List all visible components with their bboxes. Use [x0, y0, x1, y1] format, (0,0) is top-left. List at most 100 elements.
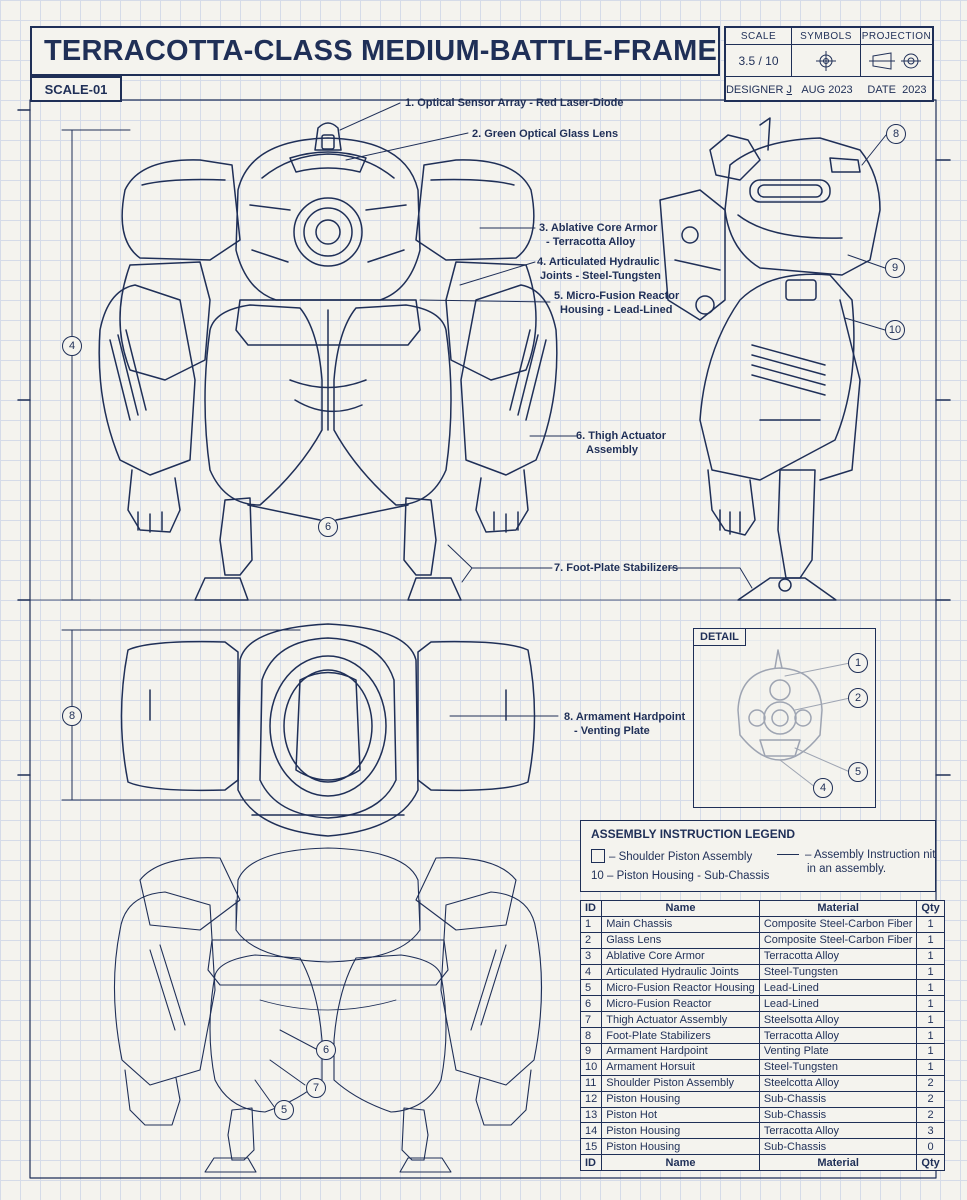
column-header: ID — [579, 900, 603, 917]
part-material: Venting Plate — [758, 1043, 918, 1060]
part-material: Terracotta Alloy — [758, 1027, 918, 1045]
part-material: Steelcotta Alloy — [758, 1074, 918, 1092]
part-qty: 1 — [916, 995, 945, 1013]
detail-title: DETAIL — [694, 629, 746, 646]
column-header: Qty — [916, 900, 945, 917]
top-dimension — [61, 629, 301, 801]
column-footer: Qty — [916, 1154, 945, 1172]
legend-item-number: 10 — [591, 870, 604, 882]
callout-hydraulic-2: Joints - Steel-Tungsten — [540, 270, 661, 282]
part-id: 3 — [579, 947, 603, 965]
part-name: Micro-Fusion Reactor Housing — [601, 979, 760, 997]
callout-hydraulic-1: 4. Articulated Hydraulic — [537, 256, 660, 268]
part-name: Foot-Plate Stabilizers — [601, 1027, 760, 1045]
callout-foot-plate: 7. Foot-Plate Stabilizers — [554, 562, 679, 574]
part-qty: 1 — [916, 931, 945, 949]
part-material: Sub-Chassis — [758, 1106, 918, 1124]
part-id: 10 — [579, 1058, 603, 1076]
part-qty: 1 — [916, 915, 945, 933]
dimension-marker: 8 — [62, 706, 82, 726]
part-qty: 1 — [916, 1027, 945, 1045]
part-qty: 1 — [916, 947, 945, 965]
part-material: Terracotta Alloy — [758, 947, 918, 965]
part-qty: 2 — [916, 1106, 945, 1124]
table-header-row: ID Name Material Qty — [579, 900, 945, 917]
callout-thigh-2: Assembly — [586, 444, 638, 456]
detail-box: DETAIL — [693, 628, 876, 808]
part-qty: 1 — [916, 1058, 945, 1076]
part-id: 14 — [579, 1122, 603, 1140]
projection-label: PROJECTION — [861, 30, 932, 42]
part-name: Ablative Core Armor — [601, 947, 760, 965]
part-qty: 3 — [916, 1122, 945, 1140]
callout-optical-sensor: 1. Optical Sensor Array - Red Laser-Diod… — [405, 97, 624, 109]
part-material: Steelsotta Alloy — [758, 1011, 918, 1029]
part-id: 6 — [579, 995, 603, 1013]
part-id: 1 — [579, 915, 603, 933]
part-material: Sub-Chassis — [758, 1090, 918, 1108]
column-header: Material — [758, 900, 918, 917]
date-value: 2023 — [902, 83, 927, 96]
marker-circle: 2 — [848, 688, 868, 708]
part-name: Shoulder Piston Assembly — [601, 1074, 760, 1092]
symbols-label: SYMBOLS — [800, 30, 852, 42]
projection-symbol-icon — [861, 45, 932, 76]
callout-thigh-1: 6. Thigh Actuator — [576, 430, 667, 442]
callout-reactor-2: Housing - Lead-Lined — [560, 304, 673, 316]
designer-value: J — [786, 83, 793, 96]
marker-circle: 7 — [306, 1078, 326, 1098]
marker-circle: 10 — [885, 320, 905, 340]
part-name: Armament Horsuit — [601, 1058, 760, 1076]
part-material: Steel-Tungsten — [758, 963, 918, 981]
legend-title: ASSEMBLY INSTRUCTION LEGEND — [591, 827, 796, 841]
callout-hardpoint-1: 8. Armament Hardpoint — [564, 711, 686, 723]
side-view-robot — [659, 117, 881, 601]
part-id: 11 — [579, 1074, 603, 1092]
column-header: Name — [601, 900, 760, 917]
legend-item-shoulder: – Shoulder Piston Assembly — [591, 849, 752, 863]
part-id: 8 — [579, 1027, 603, 1045]
column-footer: Name — [601, 1154, 760, 1172]
part-name: Piston Housing — [601, 1122, 760, 1140]
dimension-marker: 4 — [62, 336, 82, 356]
part-name: Glass Lens — [601, 931, 760, 949]
part-name: Piston Hot — [601, 1106, 760, 1124]
line-symbol-icon — [777, 854, 799, 855]
part-name: Main Chassis — [601, 915, 760, 933]
top-view-robot — [120, 623, 536, 837]
column-footer: Material — [758, 1154, 918, 1172]
legend-item-instruction: – Assembly Instruction nit — [777, 849, 935, 861]
legend-item-label: – Shoulder Piston Assembly — [609, 851, 753, 863]
legend-item-piston: 10 – Piston Housing - Sub-Chassis — [591, 870, 769, 882]
part-qty: 2 — [916, 1090, 945, 1108]
scale-label: SCALE — [740, 30, 777, 42]
part-material: Composite Steel-Carbon Fiber — [758, 915, 918, 933]
callout-reactor-1: 5. Micro-Fusion Reactor — [554, 290, 680, 302]
assembly-legend: ASSEMBLY INSTRUCTION LEGEND – Shoulder P… — [580, 820, 936, 892]
front-view-robot — [98, 122, 558, 601]
part-id: 13 — [579, 1106, 603, 1124]
part-name: Piston Housing — [601, 1090, 760, 1108]
part-id: 2 — [579, 931, 603, 949]
rear-view-robot — [113, 847, 543, 1173]
column-footer: ID — [579, 1154, 603, 1172]
part-id: 4 — [579, 963, 603, 981]
part-id: 7 — [579, 1011, 603, 1029]
marker-circle: 9 — [885, 258, 905, 278]
part-id: 9 — [579, 1043, 603, 1060]
callout-core-armor-2: - Terracotta Alloy — [546, 236, 636, 248]
part-name: Articulated Hydraulic Joints — [601, 963, 760, 981]
marker-circle: 1 — [848, 653, 868, 673]
marker-circle: 6 — [318, 517, 338, 537]
callout-glass-lens: 2. Green Optical Glass Lens — [472, 128, 619, 140]
part-name: Thigh Actuator Assembly — [601, 1011, 760, 1029]
